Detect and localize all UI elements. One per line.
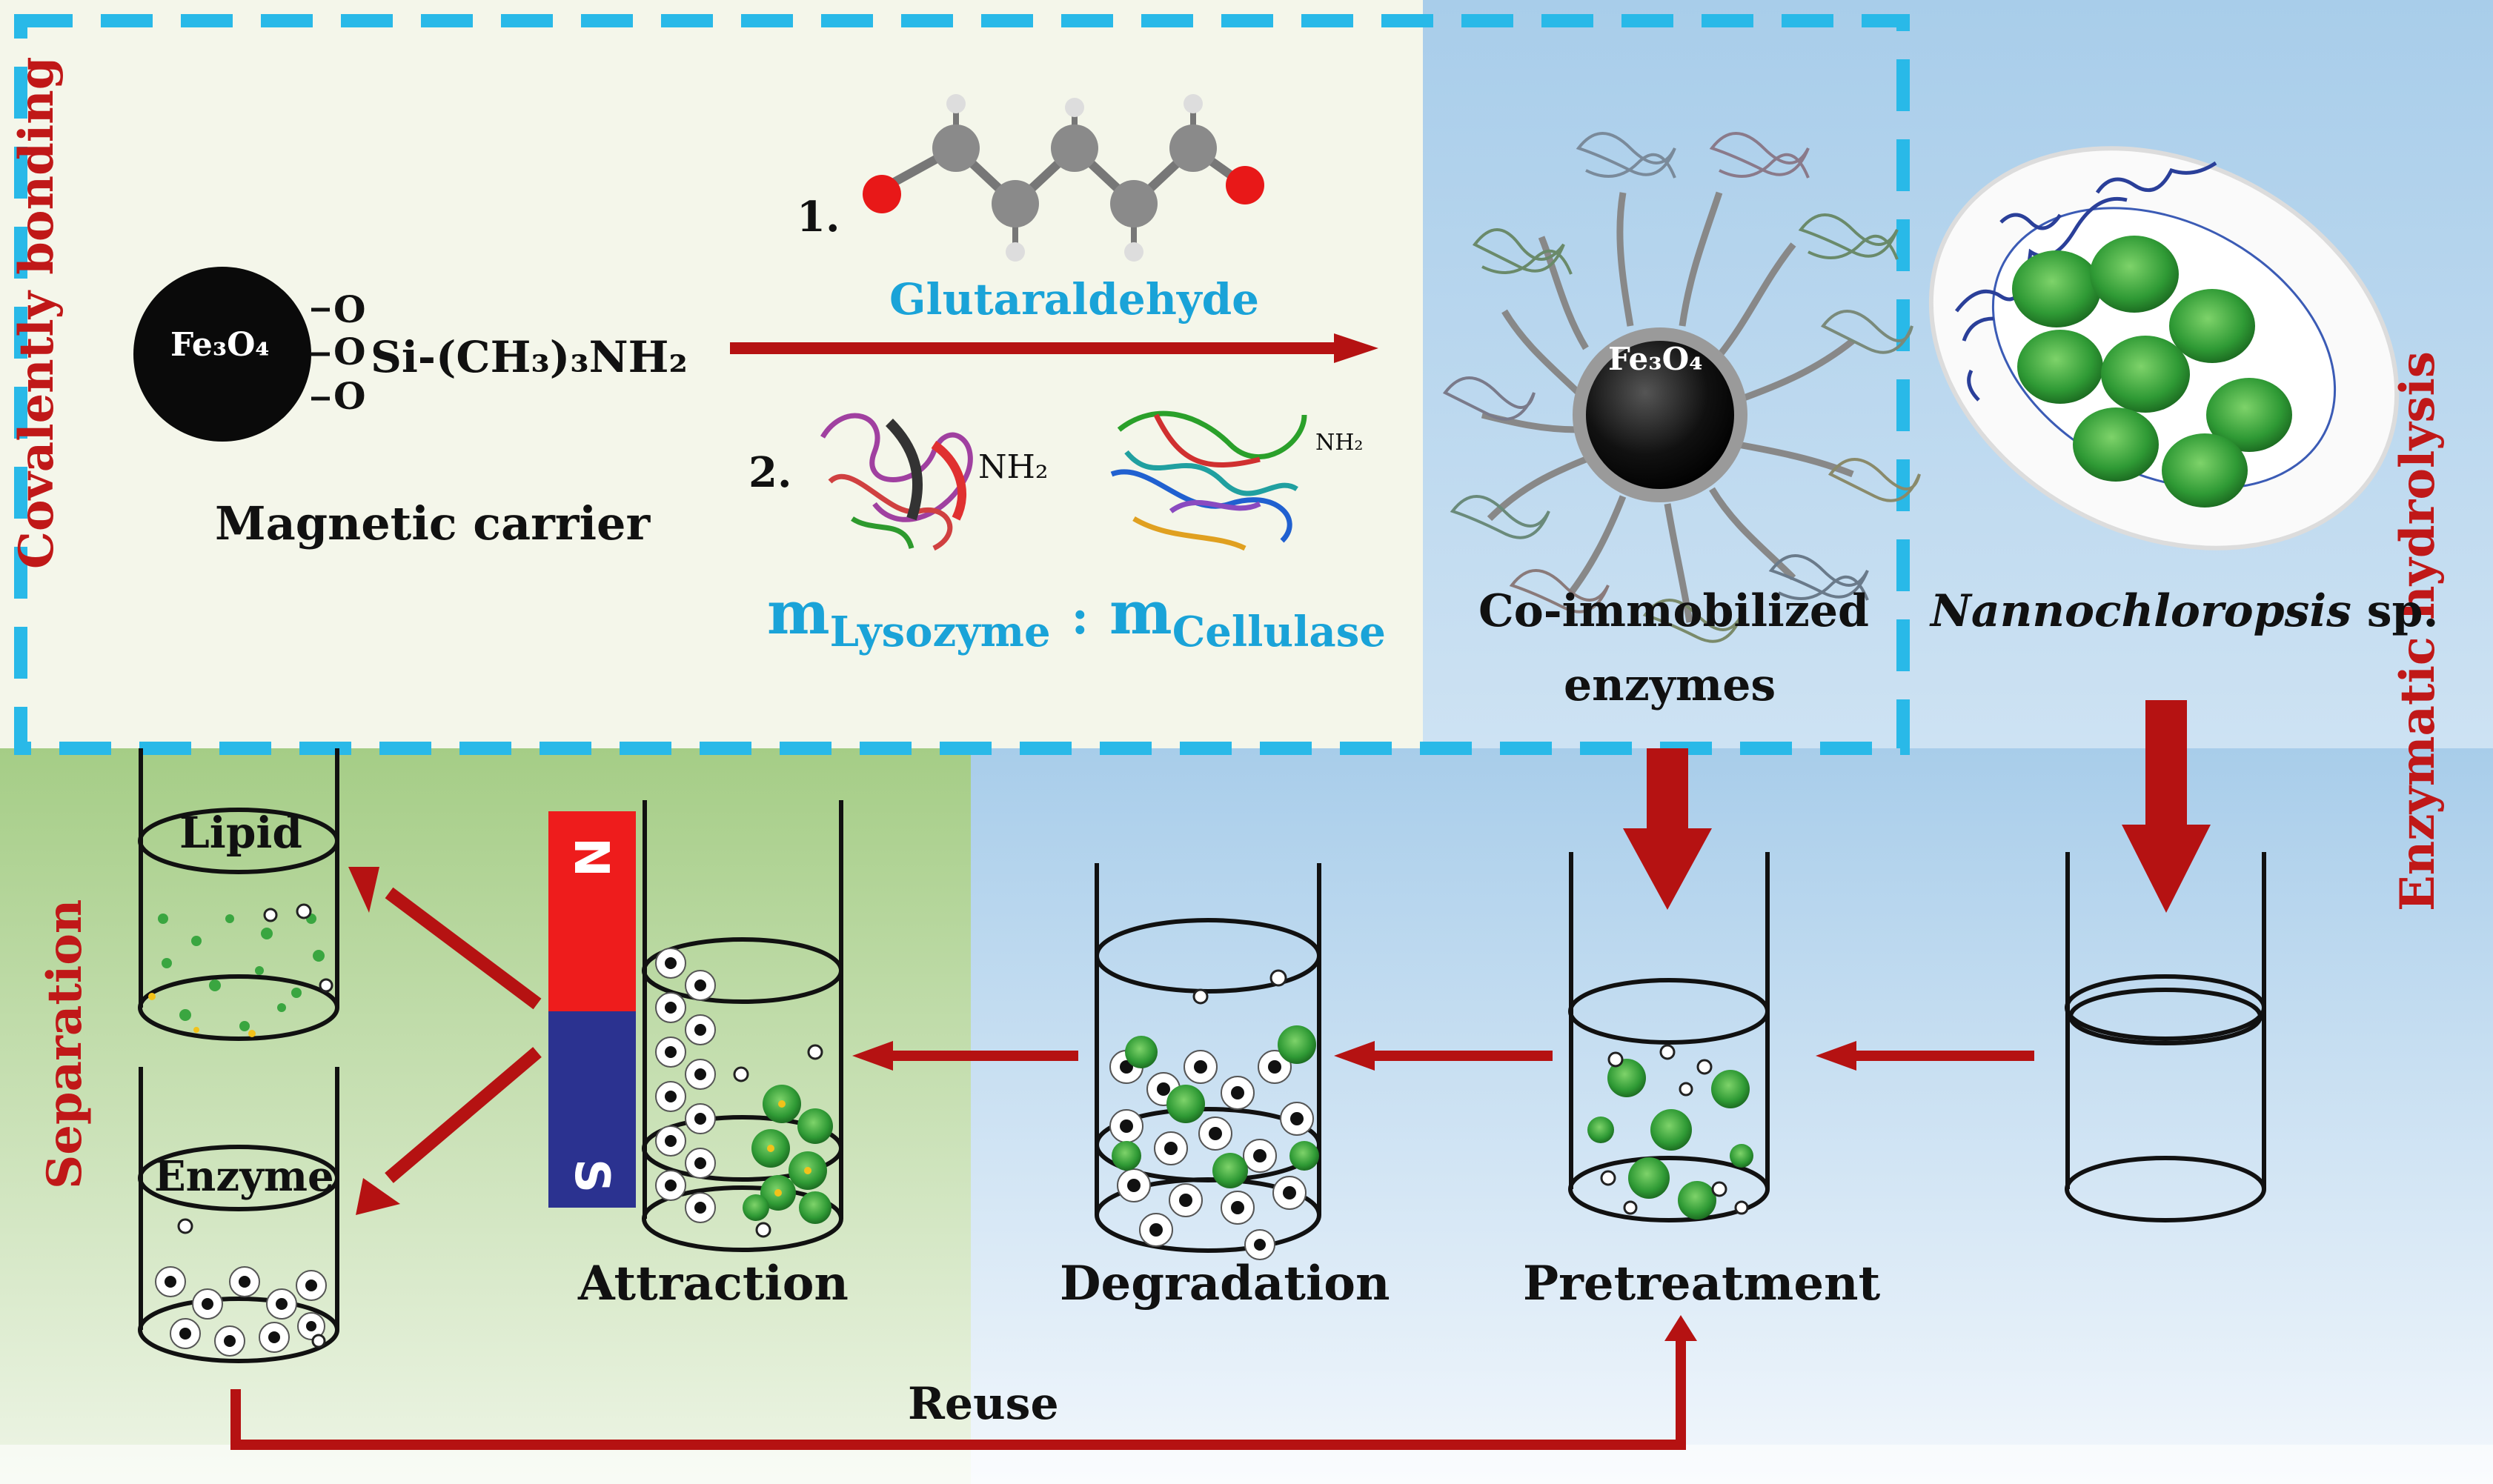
beaker-lipid — [138, 748, 339, 1041]
enzyme-mass-ratio: mLysozyme : mCellulase — [767, 578, 1386, 656]
lysozyme-protein — [820, 413, 973, 551]
step-2-label: 2. — [748, 448, 792, 497]
beaker-algae-input — [2065, 852, 2266, 1222]
background-bottom-blue — [971, 748, 2493, 1484]
arrow-input-to-pretreatment — [1816, 1041, 2034, 1071]
cellulase-protein — [1110, 410, 1307, 551]
lysozyme-nh2-label: NH₂ — [978, 448, 1049, 486]
carrier-chain-formula: Si-(CH₃)₃NH₂ — [371, 332, 688, 382]
background-bottom-white — [0, 1445, 2493, 1484]
algae-genus: Nannochloropsis — [1931, 585, 2351, 637]
ratio-m-cellulase: m — [1109, 578, 1172, 648]
beaker-degradation — [1095, 863, 1321, 1260]
step-1-label: 1. — [797, 193, 840, 242]
carrier-oxygen-top: O — [333, 287, 366, 331]
reuse-label: Reuse — [908, 1378, 1059, 1430]
reuse-loop — [230, 1315, 1697, 1450]
beaker-pretreatment — [1568, 852, 1770, 1222]
pretreatment-label: Pretreatment — [1523, 1256, 1881, 1311]
glutaraldehyde-label: Glutaraldehyde — [889, 274, 1260, 325]
arrow-pretreatment-to-degradation — [1334, 1041, 1553, 1071]
coimmobilized-core-label: Fe₃O₄ — [1608, 341, 1703, 377]
ratio-cellulase-sub: Cellulase — [1172, 608, 1386, 656]
label-separation: Separation — [37, 899, 93, 1189]
carrier-oxygen-bottom: O — [333, 374, 366, 418]
ratio-lysozyme-sub: Lysozyme — [829, 608, 1051, 656]
coimmobilized-label-line2: enzymes — [1564, 659, 1776, 711]
ratio-colon: : — [1071, 590, 1089, 645]
nannochloropsis-label: Nannochloropsis sp. — [1931, 585, 2438, 637]
magnet-n-label: N — [562, 837, 618, 877]
fe3o4-carrier-core — [133, 267, 311, 442]
carrier-core-label: Fe₃O₄ — [170, 326, 270, 364]
degradation-label: Degradation — [1060, 1256, 1390, 1311]
magnet — [548, 811, 636, 1208]
reaction-arrow — [730, 333, 1378, 363]
degradation-contents — [1109, 969, 1319, 1260]
lipid-label: Lipid — [179, 808, 302, 858]
carrier-oxygen-mid: O — [333, 330, 366, 373]
carrier-bonds — [311, 307, 330, 401]
ratio-m-lysozyme: m — [767, 578, 830, 648]
algae-suffix: sp. — [2351, 585, 2439, 637]
attraction-label: Attraction — [578, 1256, 849, 1311]
cellulase-nh2-label: NH₂ — [1315, 430, 1364, 456]
label-covalently-bonding: Covalently bonding — [9, 56, 64, 570]
down-arrow-enzymes — [1623, 748, 1712, 910]
magnetic-carrier-label: Magnetic carrier — [215, 496, 651, 550]
glutaraldehyde-molecule — [863, 94, 1264, 262]
arrow-to-enzyme — [356, 1047, 542, 1215]
coimmobilized-label-line1: Co-immobilized — [1478, 585, 1869, 637]
arrow-degradation-to-attraction — [852, 1041, 1078, 1071]
beaker-attraction — [642, 800, 843, 1252]
arrow-to-lipid — [348, 867, 542, 1010]
label-enzymatic-hydrolysis: Enzymatic hydrolysis — [2390, 351, 2446, 911]
beaker-enzyme — [138, 1067, 339, 1363]
coimmobilized-particle — [1481, 191, 1855, 623]
covalent-dashed-box — [14, 14, 1910, 755]
enzyme-label: Enzyme — [154, 1152, 334, 1201]
down-arrow-algae — [2122, 700, 2211, 913]
nannochloropsis-dish — [1928, 146, 2400, 550]
enzyme-clusters — [1442, 132, 1921, 643]
magnet-s-label: S — [564, 1158, 620, 1194]
